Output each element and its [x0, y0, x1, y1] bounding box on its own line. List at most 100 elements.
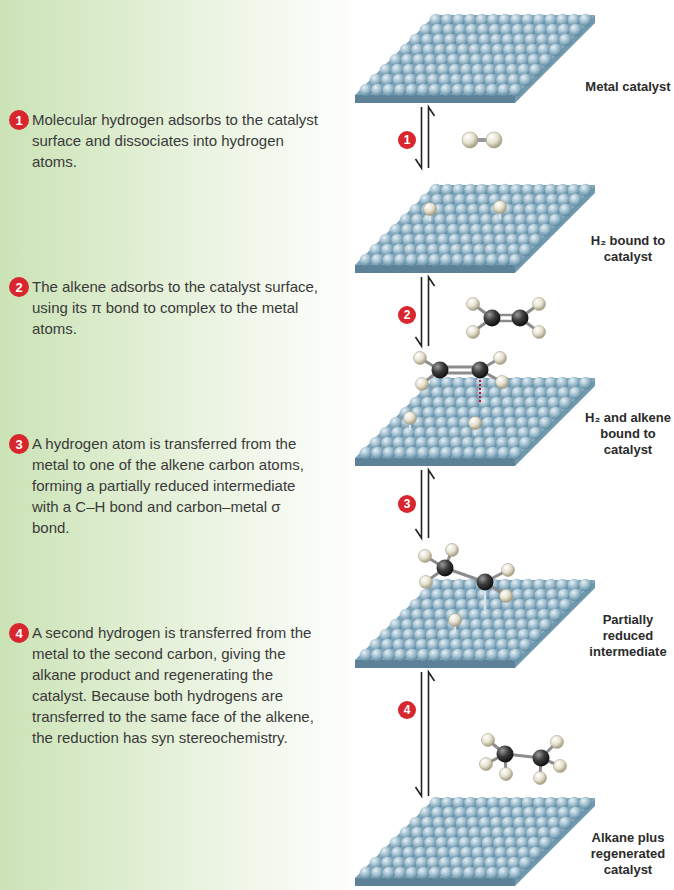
metal-atom: [529, 629, 542, 642]
metal-atom: [569, 24, 582, 37]
catalyst-surface: Partially reduced intermediate: [350, 540, 671, 670]
metal-atom: [475, 867, 488, 880]
metal-atom: [452, 867, 465, 880]
callout-number: 3: [404, 498, 411, 510]
metal-surface: [355, 352, 595, 467]
hydrogen-atom: [467, 298, 480, 311]
carbon-atom: [512, 310, 529, 327]
metal-atom: [529, 427, 542, 440]
metal-atom: [406, 84, 419, 97]
ethane-molecule: [480, 734, 567, 785]
metal-atom: [549, 214, 562, 227]
metal-atom: [559, 817, 572, 830]
metal-atom: [559, 204, 572, 217]
metal-atom: [463, 84, 476, 97]
surface-base: [355, 15, 595, 95]
step-number: 4: [9, 623, 29, 643]
metal-atom: [559, 599, 572, 612]
metal-atom: [452, 84, 465, 97]
metal-atom: [463, 447, 476, 460]
metal-atom: [440, 254, 453, 267]
atom: [420, 576, 433, 589]
surface-base: [355, 580, 595, 660]
callout-number: 2: [15, 281, 22, 294]
arrow-line: [429, 672, 435, 796]
metal-atom: [519, 74, 532, 87]
surface-base: [355, 378, 595, 458]
surface-label: Partially reduced intermediate: [585, 612, 671, 660]
atom: [502, 564, 515, 577]
metal-atom: [394, 867, 407, 880]
metal-atom: [394, 84, 407, 97]
step-number: 3: [9, 434, 29, 454]
metal-atom: [486, 254, 499, 267]
callout-number: 1: [404, 134, 411, 146]
surface-edge: [515, 185, 595, 273]
step-description: The alkene adsorbs to the catalyst surfa…: [32, 276, 322, 339]
metal-atom: [498, 254, 511, 267]
atom: [446, 544, 459, 557]
metal-atom: [417, 447, 430, 460]
arrow-line: [416, 277, 422, 346]
metal-atom: [579, 579, 592, 592]
metal-atom: [579, 797, 592, 810]
surface-edge: [515, 378, 595, 466]
metal-atom: [549, 44, 562, 57]
metal-atom: [519, 857, 532, 870]
metal-atom: [383, 649, 396, 662]
metal-atom: [371, 84, 384, 97]
hydrogen-atom: [482, 734, 495, 747]
metal-atom: [569, 589, 582, 602]
arrow-line: [416, 672, 422, 796]
metal-atom: [569, 387, 582, 400]
arrow-line: [416, 107, 422, 168]
hydrogen-atom: [486, 132, 502, 148]
step-panel: [0, 0, 360, 890]
callout-number: 1: [15, 114, 22, 127]
metal-atom: [579, 184, 592, 197]
surface-edge: [515, 15, 595, 103]
metal-atom: [463, 254, 476, 267]
hydrogen-atom: [551, 736, 564, 749]
atom: [416, 378, 429, 391]
metal-atom: [539, 417, 552, 430]
hydrogen-atom: [533, 298, 546, 311]
metal-surface: [355, 14, 595, 103]
metal-atom: [406, 867, 419, 880]
arrow-line: [429, 277, 435, 346]
metal-atom: [371, 254, 384, 267]
equilibrium-arrow: [416, 107, 435, 168]
atom: [496, 376, 509, 389]
carbon-atom: [484, 310, 501, 327]
hydrogen-atom: [534, 772, 547, 785]
catalyst-surface: H₂ bound to catalyst: [350, 170, 671, 275]
surface-label: Metal catalyst: [585, 79, 671, 95]
callout-number: 4: [404, 704, 411, 716]
metal-atom: [519, 639, 532, 652]
hydrogen-atom: [500, 768, 513, 781]
metal-atom: [452, 254, 465, 267]
step-number: 1: [9, 110, 29, 130]
surface-label: H₂ bound to catalyst: [585, 233, 671, 265]
metal-atom: [429, 867, 442, 880]
metal-atom: [440, 649, 453, 662]
metal-atom: [498, 649, 511, 662]
atom: [477, 574, 494, 591]
metal-atom: [360, 84, 373, 97]
metal-atom: [383, 254, 396, 267]
metal-atom: [440, 447, 453, 460]
metal-atom: [383, 84, 396, 97]
equilibrium-arrow: [416, 470, 435, 538]
metal-atom: [509, 867, 522, 880]
metal-atom: [440, 867, 453, 880]
equilibrium-arrow: [416, 277, 435, 346]
metal-atom: [486, 447, 499, 460]
metal-atom: [539, 224, 552, 237]
metal-atom: [371, 649, 384, 662]
hydrogen-molecule: [462, 132, 502, 148]
metal-atom: [529, 64, 542, 77]
metal-atom: [417, 254, 430, 267]
catalyst-surface: Metal catalyst: [350, 15, 671, 105]
